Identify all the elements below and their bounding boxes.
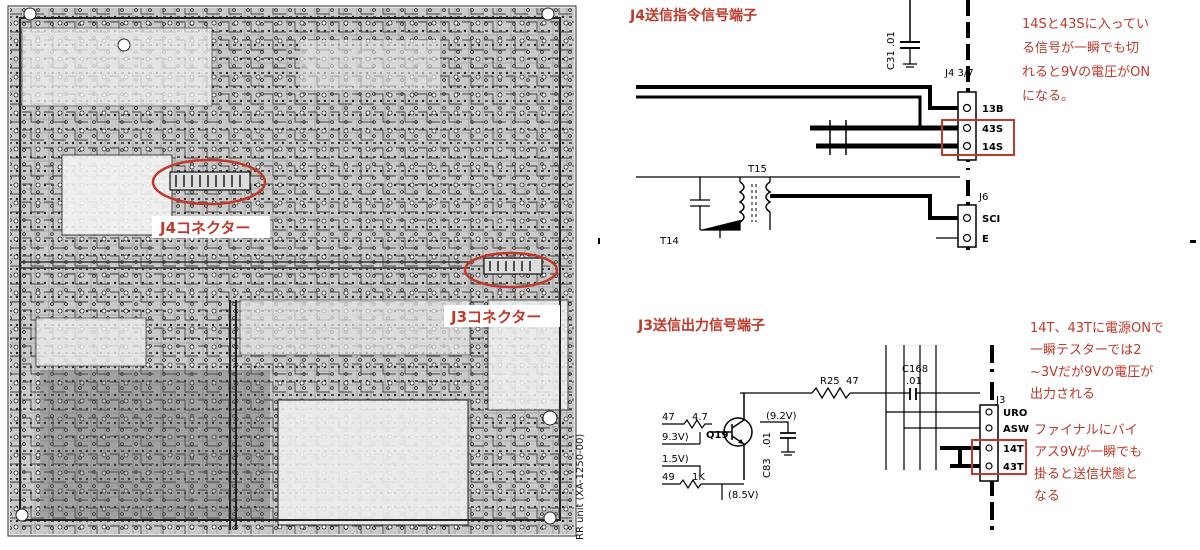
label-1k: 1K (692, 472, 705, 483)
j3-connector-ref: J3 (995, 395, 1005, 406)
j3-pin-14t: 14T (1003, 444, 1024, 455)
j4-pin-43s: 43S (982, 124, 1003, 135)
j4-pin-13b: 13B (982, 104, 1004, 115)
c31-label: C31 .01 (886, 31, 897, 70)
j4-connector-ref: J4 3/7 (944, 68, 974, 79)
j4-note-line2: る信号が一瞬でも切 (1022, 41, 1139, 56)
divider-mark (1190, 240, 1196, 243)
j4-note-line4: になる。 (1022, 89, 1074, 104)
label-4-7: 4.7 (692, 412, 708, 423)
j4-pin-14s: 14S (982, 142, 1003, 153)
j3-note1-line3: ~3Vだが9Vの電圧が (1030, 365, 1153, 380)
label-1-5v: 1.5V) (662, 454, 689, 465)
j3-connector-label: J3コネクター (450, 308, 541, 326)
label-9-3v: 9.3V) (662, 432, 689, 443)
j4-note-line3: れると9Vの電圧がON (1022, 65, 1150, 80)
j4-highlight-ellipse (151, 158, 267, 206)
j4-note-line1: 14Sと43Sに入ってい (1022, 17, 1149, 32)
j3-note2-line2: アス9Vが一瞬でも (1034, 445, 1142, 460)
t15-label: T15 (747, 164, 767, 175)
pcb-image: J4コネクター J3コネクター RR unit (XA-1250-00) (7, 5, 586, 540)
t14-label: T14 (659, 236, 679, 247)
j3-note1-line2: 一瞬テスターでは2 (1030, 343, 1142, 358)
j3-note-1: 14T、43Tに電源ONで 一瞬テスターでは2 ~3Vだが9Vの電圧が 出力され… (1030, 321, 1164, 402)
label-8-5v: (8.5V) (728, 490, 759, 501)
j4-pin-highlight (941, 119, 1015, 156)
j3-note2-line1: ファイナルにバイ (1034, 423, 1138, 438)
j3-pin-asw: ASW (1003, 424, 1029, 435)
c168-label: C168 (902, 364, 928, 375)
voltage-9-2: (9.2V) (766, 411, 797, 422)
c83-label: C83 (762, 458, 773, 478)
j3-pin-highlight (971, 439, 1027, 475)
j6-pin-sci: SCI (982, 214, 1000, 225)
j3-note2-line3: 掛ると送信状態と (1034, 466, 1138, 482)
j4-connector-label: J4コネクター (159, 219, 250, 237)
label-47: 47 (662, 412, 675, 423)
j3-pin-uro: URO (1003, 408, 1027, 419)
c168-value: .01 (906, 376, 922, 387)
q19-label: Q19 (706, 430, 728, 441)
r25-label: R25 (820, 376, 840, 387)
j4-title: J4送信指令信号端子 (629, 7, 757, 24)
j3-note1-line1: 14T、43Tに電源ONで (1030, 321, 1164, 336)
pcb-side-text: RR unit (XA-1250-00) (575, 434, 586, 540)
j6-connector-ref: J6 (978, 192, 988, 203)
j4-connector-on-pcb (169, 171, 251, 191)
schematic-j3: J3送信出力信号端子 C168 .01 R25 47 Q19 (9.2V) .0… (637, 317, 1164, 530)
divider-mark (598, 238, 600, 244)
j3-note2-line4: なる (1034, 489, 1060, 504)
label-49: 49 (662, 472, 675, 483)
schematic-j4: J4送信指令信号端子 C31 .01 J4 3/7 13B 43S 14S (629, 0, 1150, 250)
j6-pin-e: E (982, 234, 989, 245)
r25-value: 47 (846, 376, 859, 387)
j3-pin-43t: 43T (1003, 462, 1024, 473)
j3-connector-on-pcb (483, 257, 543, 275)
j3-title: J3送信出力信号端子 (637, 317, 765, 334)
j3-note-2: ファイナルにバイ アス9Vが一瞬でも 掛ると送信状態と なる (1034, 423, 1142, 504)
c83-value: .01 (762, 432, 773, 448)
j3-note1-line4: 出力される (1030, 387, 1095, 402)
j4-note: 14Sと43Sに入ってい る信号が一瞬でも切 れると9Vの電圧がON になる。 (1022, 17, 1150, 104)
j3-highlight-ellipse (463, 251, 559, 289)
